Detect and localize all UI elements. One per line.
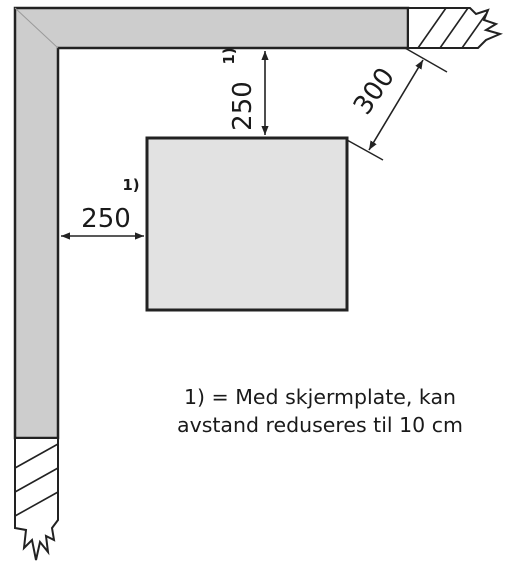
corner-dimension-arrow (368, 59, 424, 151)
footnote-text: 1) = Med skjermplate, kan avstand reduse… (150, 383, 490, 439)
left-dimension-label: 250 (81, 204, 131, 234)
left-dimension-footnote: 1) (122, 176, 139, 194)
footnote-line-1: 1) = Med skjermplate, kan (184, 385, 456, 409)
wall-inner-corner-line (14, 7, 59, 49)
appliance-box (145, 136, 349, 312)
wall-break-bottom-left (14, 437, 59, 561)
corner-extension-line-box (346, 139, 384, 161)
top-dimension-label: 250 (228, 81, 258, 131)
wall-break-top-right (407, 7, 503, 49)
footnote-line-2: avstand reduseres til 10 cm (177, 413, 463, 437)
top-dimension-footnote: 1) (220, 47, 238, 64)
corner-dimension-label: 300 (348, 62, 401, 120)
corner-extension-line-wall (404, 47, 448, 73)
